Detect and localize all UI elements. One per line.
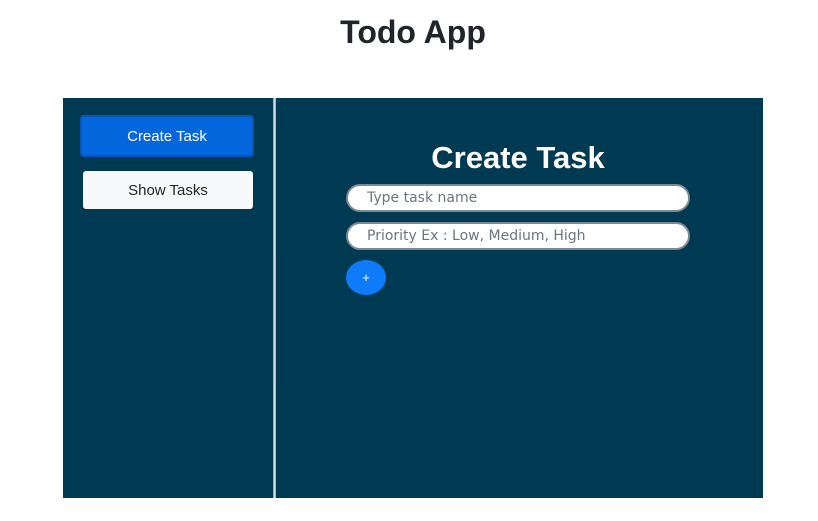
create-task-button[interactable]: Create Task xyxy=(80,115,254,157)
sidebar-divider xyxy=(273,98,276,498)
app-panel: Create Task Show Tasks Create Task + xyxy=(63,98,763,498)
create-task-heading: Create Task xyxy=(431,140,605,175)
main-content: Create Task + xyxy=(276,98,763,498)
task-name-input[interactable] xyxy=(346,184,690,212)
sidebar: Create Task Show Tasks xyxy=(63,98,273,498)
add-task-button[interactable]: + xyxy=(346,260,386,295)
priority-input[interactable] xyxy=(346,222,690,250)
app-title: Todo App xyxy=(340,14,486,50)
show-tasks-button[interactable]: Show Tasks xyxy=(83,171,253,209)
